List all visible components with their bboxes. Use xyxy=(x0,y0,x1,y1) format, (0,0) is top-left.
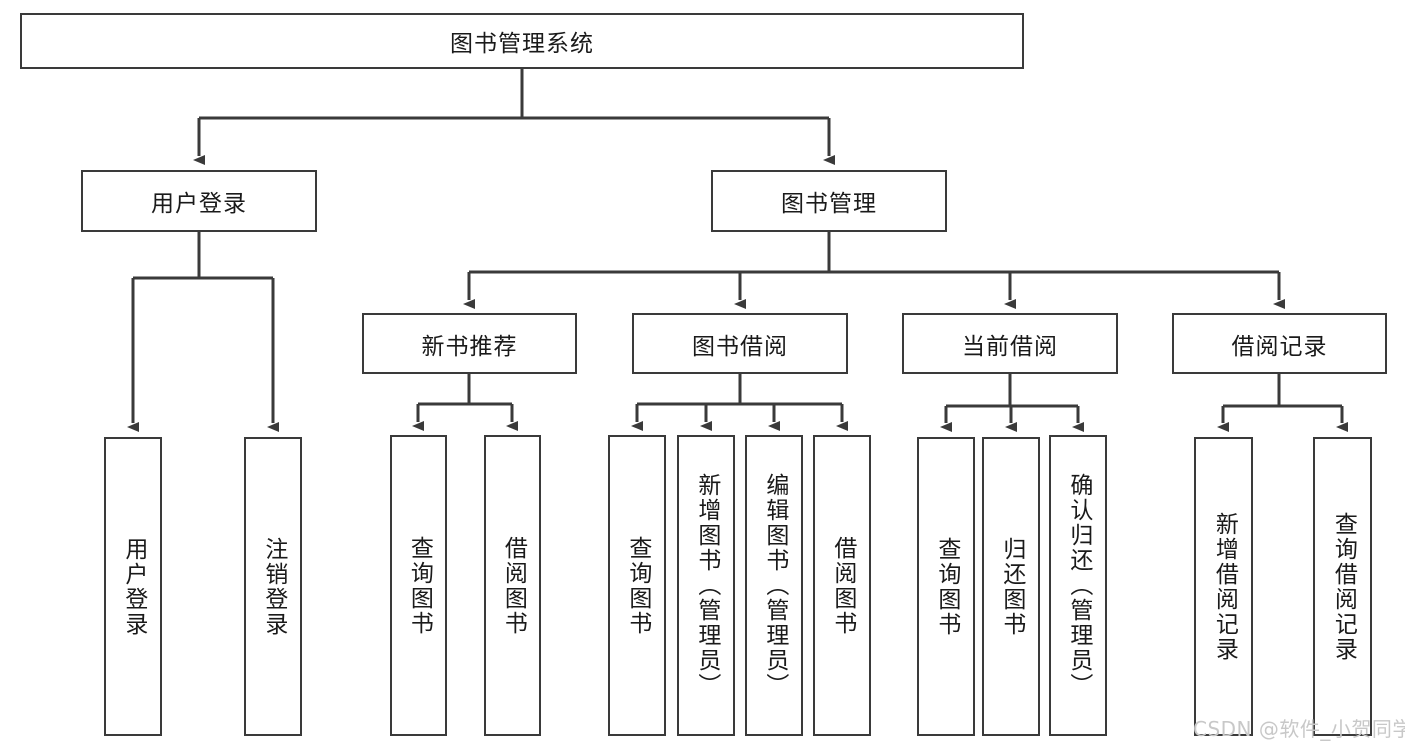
node-leaf-borrow-book-2-label: 借阅图书 xyxy=(829,535,856,636)
node-leaf-edit-book-label: 编辑图书（管理员） xyxy=(761,473,788,698)
node-new-book-recommend-label: 新书推荐 xyxy=(421,333,518,360)
node-leaf-borrow-book-1-label: 借阅图书 xyxy=(500,535,527,636)
node-borrow-record[interactable]: 借阅记录 xyxy=(1172,313,1387,374)
node-leaf-borrow-book-1[interactable]: 借阅图书 xyxy=(484,435,541,736)
node-book-borrow[interactable]: 图书借阅 xyxy=(632,313,848,374)
node-root-label: 图书管理系统 xyxy=(450,31,594,57)
node-current-borrow-label: 当前借阅 xyxy=(962,333,1058,360)
node-root[interactable]: 图书管理系统 xyxy=(20,13,1024,69)
node-leaf-return-book-label: 归还图书 xyxy=(998,536,1025,637)
node-new-book-recommend[interactable]: 新书推荐 xyxy=(362,313,577,374)
node-leaf-query-book-2-label: 查询图书 xyxy=(624,535,651,636)
node-leaf-user-login[interactable]: 用户登录 xyxy=(104,437,162,736)
node-leaf-add-book-label: 新增图书（管理员） xyxy=(693,473,720,698)
node-leaf-query-book-3-label: 查询图书 xyxy=(933,536,960,637)
node-leaf-query-book-1-label: 查询图书 xyxy=(406,535,433,636)
node-borrow-record-label: 借阅记录 xyxy=(1231,333,1328,360)
node-user-login-label: 用户登录 xyxy=(151,191,247,217)
node-leaf-borrow-book-2[interactable]: 借阅图书 xyxy=(813,435,871,736)
node-leaf-logout-label: 注销登录 xyxy=(260,536,287,637)
node-leaf-query-book-2[interactable]: 查询图书 xyxy=(608,435,666,736)
node-leaf-add-record-label: 新增借阅记录 xyxy=(1211,511,1238,662)
node-book-borrow-label: 图书借阅 xyxy=(692,333,788,360)
node-leaf-return-book[interactable]: 归还图书 xyxy=(982,437,1040,736)
node-leaf-user-login-label: 用户登录 xyxy=(120,536,147,637)
node-leaf-query-book-1[interactable]: 查询图书 xyxy=(390,435,447,736)
node-user-login[interactable]: 用户登录 xyxy=(81,170,317,232)
node-leaf-add-record[interactable]: 新增借阅记录 xyxy=(1194,437,1253,736)
node-current-borrow[interactable]: 当前借阅 xyxy=(902,313,1118,374)
node-leaf-query-record-label: 查询借阅记录 xyxy=(1330,511,1357,662)
node-leaf-logout[interactable]: 注销登录 xyxy=(244,437,302,736)
node-leaf-confirm-return[interactable]: 确认归还（管理员） xyxy=(1049,435,1107,736)
node-leaf-query-book-3[interactable]: 查询图书 xyxy=(917,437,975,736)
node-leaf-query-record[interactable]: 查询借阅记录 xyxy=(1313,437,1372,736)
node-leaf-confirm-return-label: 确认归还（管理员） xyxy=(1065,473,1092,698)
node-book-manage-label: 图书管理 xyxy=(781,191,877,217)
node-leaf-edit-book[interactable]: 编辑图书（管理员） xyxy=(745,435,803,736)
node-leaf-add-book[interactable]: 新增图书（管理员） xyxy=(677,435,735,736)
node-book-manage[interactable]: 图书管理 xyxy=(711,170,947,232)
